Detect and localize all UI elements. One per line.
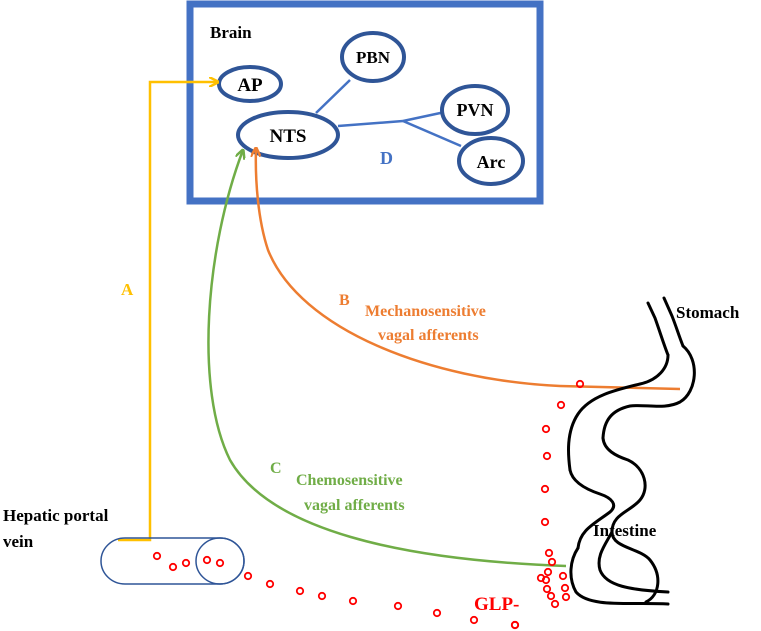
glp1-dot <box>556 400 566 410</box>
glp1-dot <box>546 591 556 601</box>
glp1-dot <box>510 620 520 630</box>
glp1-dot <box>547 557 557 567</box>
glp1-dot <box>536 573 546 583</box>
brain-box <box>186 0 544 205</box>
glp1-dot <box>393 601 403 611</box>
pathway-d-letter: D <box>380 148 393 168</box>
pathway-c-line1: Chemosensitive <box>296 472 403 489</box>
hormone-label: GLP- <box>474 594 519 615</box>
glp1-dot <box>544 548 554 558</box>
glp1-dot <box>542 451 552 461</box>
node-nts-label: NTS <box>270 126 307 147</box>
glp1-dot <box>543 567 553 577</box>
glp1-dots <box>152 379 585 630</box>
pathway-b-line1: Mechanosensitive <box>365 303 486 320</box>
node-ap-label: AP <box>237 75 263 96</box>
pathway-b-arrow <box>256 148 681 391</box>
brain-label: Brain <box>210 23 252 42</box>
glp1-dot <box>202 555 212 565</box>
pathway-c-letter: C <box>270 460 282 477</box>
node-ap: AP <box>217 65 283 103</box>
pathway-a-arrow <box>118 82 218 542</box>
glp1-dot <box>265 579 275 589</box>
pathway-c-line2: vagal afferents <box>304 497 405 514</box>
pathway-b-letter: B <box>339 292 350 309</box>
glp1-dot <box>558 571 568 581</box>
glp1-dot <box>561 592 571 602</box>
node-pbn: PBN <box>340 31 406 83</box>
node-pvn: PVN <box>440 84 510 136</box>
hepatic-portal-vein <box>100 537 245 585</box>
glp1-dot <box>215 558 225 568</box>
glp1-dot <box>432 608 442 618</box>
glp1-dot <box>295 586 305 596</box>
stomach-label: Stomach <box>676 303 740 322</box>
stomach-intestine-outline <box>566 296 696 606</box>
glp1-dot <box>540 517 550 527</box>
hepatic-vein-label-line2: vein <box>3 532 34 551</box>
pathway-b-line2: vagal afferents <box>378 327 479 344</box>
glp1-dot <box>317 591 327 601</box>
glp1-dot <box>348 596 358 606</box>
glp1-dot <box>540 484 550 494</box>
node-nts: NTS <box>236 110 340 160</box>
glp1-dot <box>243 571 253 581</box>
glp1-dot <box>550 599 560 609</box>
glp1-dot <box>168 562 178 572</box>
hepatic-vein-label-line1: Hepatic portal <box>3 506 109 525</box>
pathway-a-letter: A <box>121 280 134 299</box>
glp1-dot <box>541 424 551 434</box>
node-arc-label: Arc <box>477 152 506 172</box>
glp1-dot <box>542 584 552 594</box>
glp1-dot <box>575 379 585 389</box>
glp1-dot <box>560 583 570 593</box>
pathway-d-lines <box>315 79 462 148</box>
node-pvn-label: PVN <box>457 100 494 120</box>
node-pbn-label: PBN <box>356 48 391 67</box>
pathway-c-arrow <box>207 150 567 568</box>
node-arc: Arc <box>457 136 525 186</box>
glp1-dot <box>469 615 479 625</box>
glp1-dot <box>181 558 191 568</box>
intestine-label: Intestine <box>593 521 657 540</box>
glp1-dot <box>152 551 162 561</box>
